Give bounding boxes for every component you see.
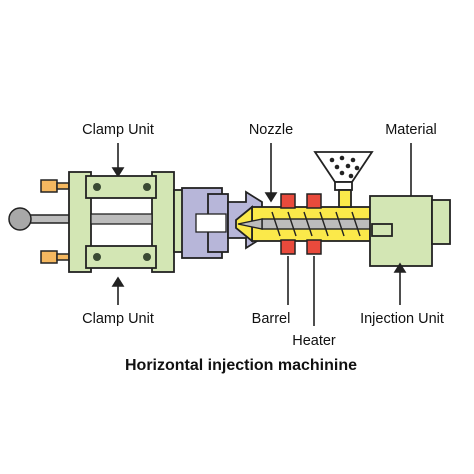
connector-bottom xyxy=(40,250,70,264)
mold-cavity xyxy=(195,213,227,233)
clamp-unit-top-label: Clamp Unit xyxy=(82,122,154,138)
clamp-unit-bottom-arrow xyxy=(111,276,125,305)
injection-unit-label: Injection Unit xyxy=(360,311,444,327)
injection-unit xyxy=(369,195,451,267)
heater-bands xyxy=(280,193,322,255)
nozzle-label: Nozzle xyxy=(249,122,293,138)
tie-rod-knob xyxy=(8,207,32,231)
clamp-unit-top-arrow xyxy=(111,143,125,178)
heater-label: Heater xyxy=(292,333,336,349)
connector-top xyxy=(40,179,70,193)
injection-unit-arrow xyxy=(393,262,407,305)
material-pellets xyxy=(329,155,360,179)
barrel-label: Barrel xyxy=(252,311,291,327)
clamp-bolts xyxy=(93,183,151,261)
diagram-caption: Horizontal injection machinine xyxy=(125,357,357,374)
hopper xyxy=(313,151,374,208)
nozzle-arrow xyxy=(264,143,278,203)
clamp-unit-bottom-label: Clamp Unit xyxy=(82,311,154,327)
clamp-unit xyxy=(68,171,185,273)
clamp-inner-rod xyxy=(90,213,153,225)
material-label: Material xyxy=(385,122,437,138)
